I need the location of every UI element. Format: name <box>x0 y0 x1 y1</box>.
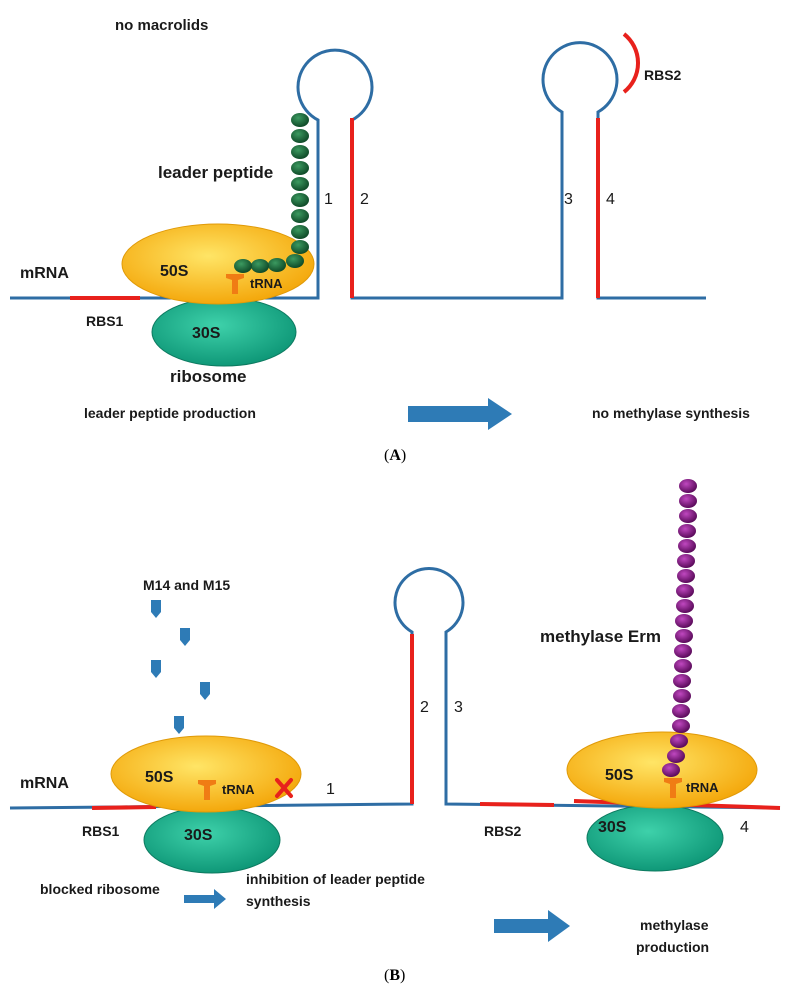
arrow-icon-b1 <box>184 889 226 909</box>
rbs1-label-a: RBS1 <box>86 313 124 329</box>
inhibition-label-line1: inhibition of leader peptide <box>246 871 425 887</box>
trna-label-a: tRNA <box>250 276 283 291</box>
no-macrolids-label: no macrolids <box>115 17 208 34</box>
region-1-label-a: 1 <box>324 191 333 208</box>
rbs2-label-a: RBS2 <box>644 67 682 83</box>
large-subunit-label-a: 50S <box>160 263 189 280</box>
large-subunit-label-b2: 50S <box>605 767 634 784</box>
panel-b-caption: (B) <box>384 967 405 984</box>
region-2-label-b: 2 <box>420 699 429 716</box>
blocked-ribosome-label: blocked ribosome <box>40 881 160 897</box>
region-1-label-b: 1 <box>326 781 335 798</box>
leader-peptide-chain <box>234 113 309 273</box>
mrna-label-a: mRNA <box>20 265 69 282</box>
methylase-production-line2: production <box>636 939 709 955</box>
arrow-icon-a <box>408 398 512 430</box>
region-3-label-b: 3 <box>454 699 463 716</box>
inhibition-label-line2: synthesis <box>246 893 311 909</box>
small-subunit-a <box>151 297 297 367</box>
large-subunit-a <box>121 223 315 305</box>
trna-label-b2: tRNA <box>686 780 719 795</box>
trna-icon-b1 <box>198 780 216 800</box>
panel-a: no macrolids <box>10 17 750 464</box>
arrow-icon-b2 <box>494 910 570 942</box>
small-subunit-label-a: 30S <box>192 325 221 342</box>
small-subunit-b2 <box>586 804 724 872</box>
small-subunit-label-b1: 30S <box>184 827 213 844</box>
panel-b: M14 and M15 <box>9 479 781 984</box>
mrna-strand-a <box>10 41 706 300</box>
methylase-erm-chain <box>662 479 697 777</box>
mrna-strand-b <box>9 567 781 810</box>
rbs2-loop-segment-a <box>622 32 641 94</box>
small-subunit-label-b2: 30S <box>598 819 627 836</box>
leader-peptide-label: leader peptide <box>158 163 273 182</box>
trna-icon-a <box>226 274 244 294</box>
rbs1-label-b: RBS1 <box>82 823 120 839</box>
region-4-label-a: 4 <box>606 191 615 208</box>
trna-label-b1: tRNA <box>222 782 255 797</box>
ribosome-label: ribosome <box>170 367 247 386</box>
region-3-label-a: 3 <box>564 191 573 208</box>
rbs2-segment-b <box>479 802 555 807</box>
region-4-label-b: 4 <box>740 819 749 836</box>
large-subunit-b1 <box>110 735 302 813</box>
leader-peptide-production-label: leader peptide production <box>84 405 256 421</box>
rbs1-segment-b <box>91 805 157 810</box>
rbs2-label-b: RBS2 <box>484 823 522 839</box>
methylase-erm-label: methylase Erm <box>540 627 661 646</box>
m14-m15-label: M14 and M15 <box>143 577 230 593</box>
no-methylase-synthesis-label: no methylase synthesis <box>592 405 750 421</box>
methylase-production-line1: methylase <box>640 917 709 933</box>
region-2-label-a: 2 <box>360 191 369 208</box>
trna-icon-b2 <box>664 778 682 798</box>
macrolide-drug-icons <box>151 600 210 734</box>
mrna-label-b: mRNA <box>20 775 69 792</box>
blocked-x-icon <box>275 778 293 798</box>
panel-a-caption: (A) <box>384 447 406 464</box>
large-subunit-label-b1: 50S <box>145 769 174 786</box>
